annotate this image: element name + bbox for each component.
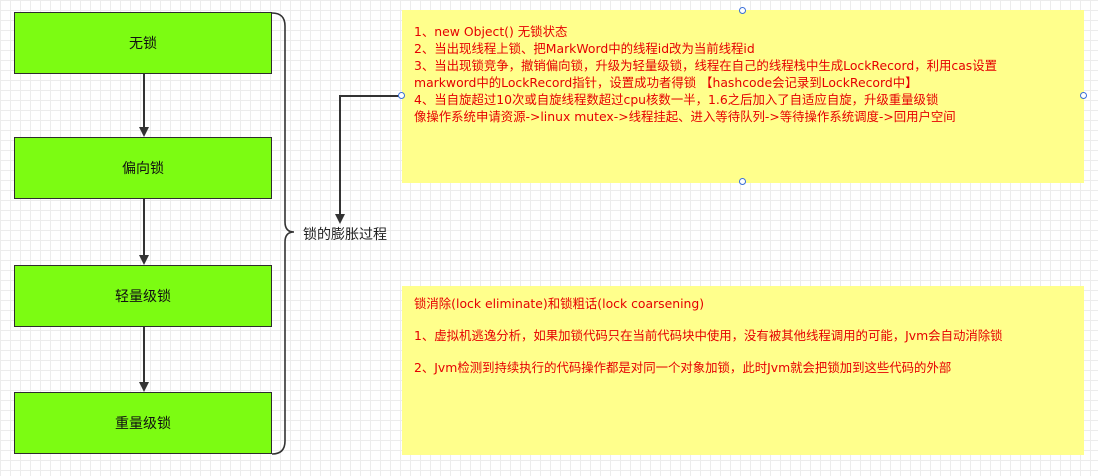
brace-label: 锁的膨胀过程 [303,227,387,243]
state-label-lightweight-lock: 轻量级锁 [115,289,171,305]
note-spacer [414,312,1084,327]
state-box-no-lock[interactable]: 无锁 [14,12,272,74]
note-optimization-item: 1、虚拟机逃逸分析，如果加锁代码只在当前代码块中使用，没有被其他线程调用的可能，… [414,328,1003,343]
state-label-no-lock: 无锁 [129,36,157,52]
note-inflation-line: markword中的LockRecord指针，设置成功者得锁 【hashcode… [414,75,918,90]
note-inflation-steps[interactable]: 1、new Object() 无锁状态 2、当出现线程上锁、把MarkWord中… [402,10,1084,183]
state-label-heavyweight-lock: 重量级锁 [115,416,171,432]
note-inflation-line: 像操作系统申请资源->linux mutex->线程挂起、进入等待队列->等待操… [414,109,956,124]
state-label-biased-lock: 偏向锁 [122,161,164,177]
state-box-lightweight-lock[interactable]: 轻量级锁 [14,265,272,327]
note-connector-arrow [335,95,400,224]
note-inflation-line: 3、当出现锁竞争，撤销偏向锁，升级为轻量级锁，线程在自己的线程栈中生成LockR… [414,58,998,73]
note-spacer [414,344,1084,359]
note-optimization-title: 锁消除(lock eliminate)和锁粗话(lock coarsening) [414,296,705,311]
resize-handle-top[interactable] [739,7,746,14]
resize-handle-right[interactable] [1080,92,1087,99]
note-inflation-line: 4、当自旋超过10次或自旋线程数超过cpu核数一半，1.6之后加入了自适应自旋，… [414,92,939,107]
resize-handle-left[interactable] [398,92,405,99]
state-box-heavyweight-lock[interactable]: 重量级锁 [14,392,272,454]
resize-handle-bottom[interactable] [739,178,746,185]
state-box-biased-lock[interactable]: 偏向锁 [14,137,272,199]
note-inflation-line: 2、当出现线程上锁、把MarkWord中的线程id改为当前线程id [414,41,755,56]
note-inflation-line: 1、new Object() 无锁状态 [414,24,568,39]
grouping-brace [271,12,295,455]
note-lock-optimization[interactable]: 锁消除(lock eliminate)和锁粗话(lock coarsening)… [402,286,1084,455]
note-optimization-item: 2、Jvm检测到持续执行的代码操作都是对同一个对象加锁，此时Jvm就会把锁加到这… [414,360,952,375]
